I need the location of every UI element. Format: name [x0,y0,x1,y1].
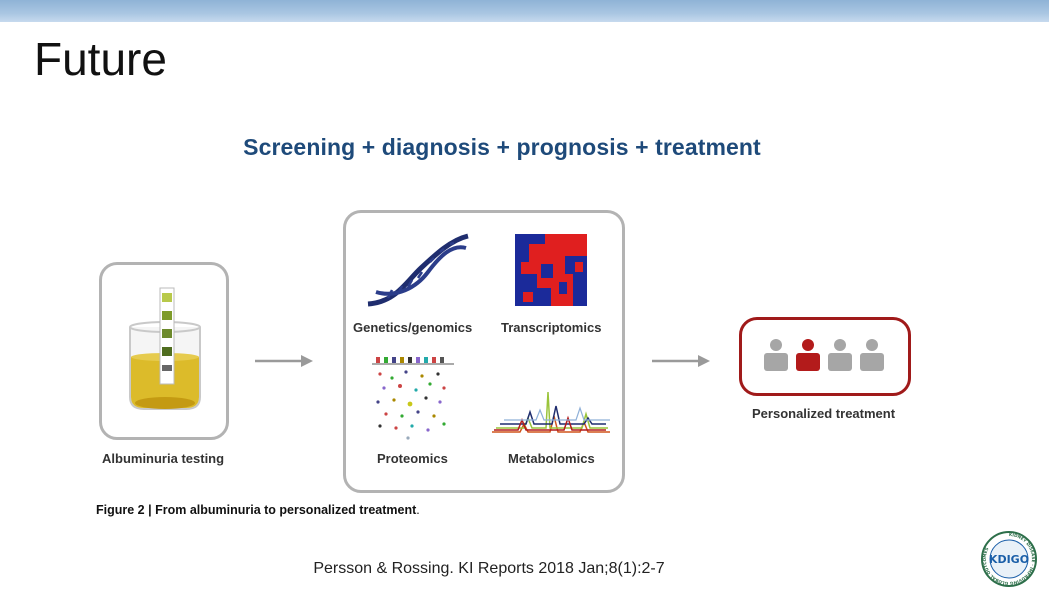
personalized-label: Personalized treatment [752,406,896,421]
beaker-dipstick-icon [129,287,201,410]
proteomics-dots-icon [372,357,454,440]
slide-subtitle: Screening + diagnosis + prognosis + trea… [243,134,761,160]
slide-title: Future [34,33,167,85]
figure-number: Figure 2 [96,503,145,517]
kdigo-logo: KIDNEY DISEASE · IMPROVING GLOBAL OUTCOM… [981,531,1037,587]
caption-separator: | [148,503,152,517]
citation: Persson & Rossing. KI Reports 2018 Jan;8… [313,560,665,577]
arrow-right-icon [652,355,710,367]
arrow-right-icon [255,355,313,367]
caption-period: . [416,503,420,517]
heatmap-icon [515,234,587,306]
dna-helix-icon [367,233,469,307]
proteomics-label: Proteomics [377,451,448,466]
people-icon [764,339,884,371]
top-decor-bar [0,0,1049,22]
albuminuria-label: Albuminuria testing [102,451,225,466]
spectra-icon [492,391,610,433]
logo-text: KDIGO [989,553,1029,566]
caption-text: From albuminuria to personalized treatme… [155,503,417,517]
figure-caption: Figure 2 | From albuminuria to personali… [96,503,420,517]
metabolomics-label: Metabolomics [508,451,595,466]
genetics-label: Genetics/genomics [353,320,473,335]
transcriptomics-label: Transcriptomics [501,320,602,335]
